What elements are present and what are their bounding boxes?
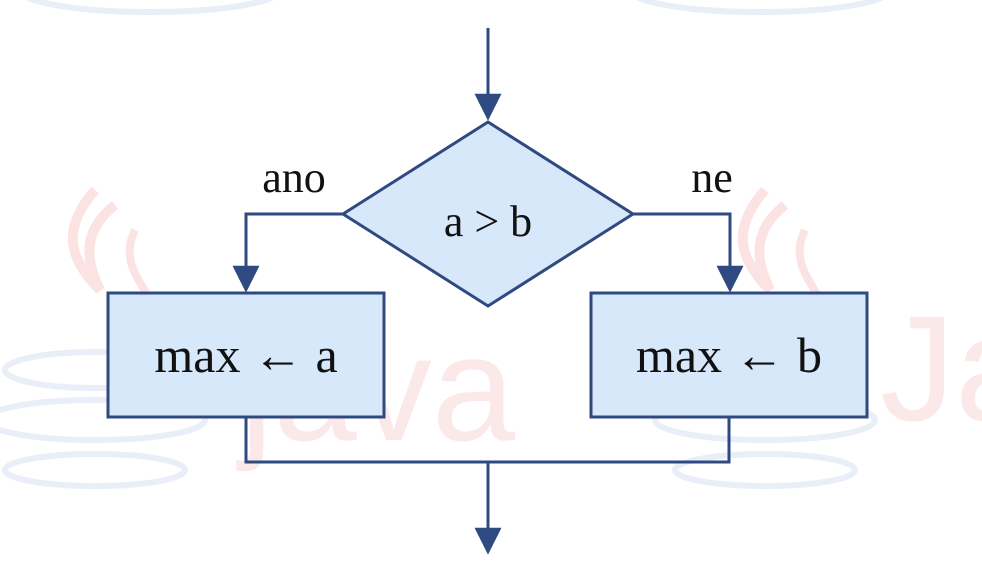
watermark-java-text-right: Ja — [880, 284, 982, 452]
watermark-cup-left-icon — [0, 186, 208, 489]
yes-branch-connector — [232, 212, 343, 293]
process-left-label: max ← a — [154, 327, 337, 383]
branch-yes-label: ano — [262, 153, 326, 202]
decision-diamond — [340, 120, 636, 308]
process-right-label: max ← b — [636, 327, 822, 383]
no-branch-connector — [633, 212, 744, 293]
decision-label: a > b — [444, 197, 532, 246]
branch-no-label: ne — [691, 153, 733, 202]
